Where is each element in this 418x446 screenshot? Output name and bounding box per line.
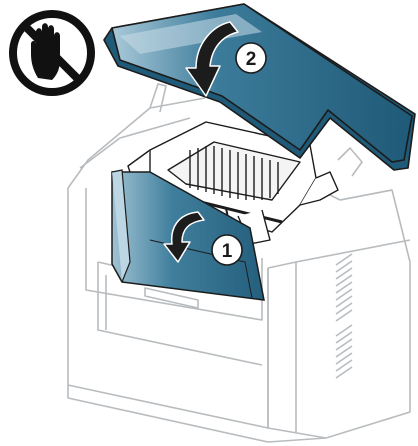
step-1-badge: 1 — [212, 235, 242, 265]
step-2-badge: 2 — [236, 43, 266, 73]
no-touch-hand-icon — [13, 14, 91, 92]
vent-slots — [336, 254, 352, 378]
step-2-number: 2 — [246, 49, 257, 70]
step-1-number: 1 — [222, 241, 233, 262]
